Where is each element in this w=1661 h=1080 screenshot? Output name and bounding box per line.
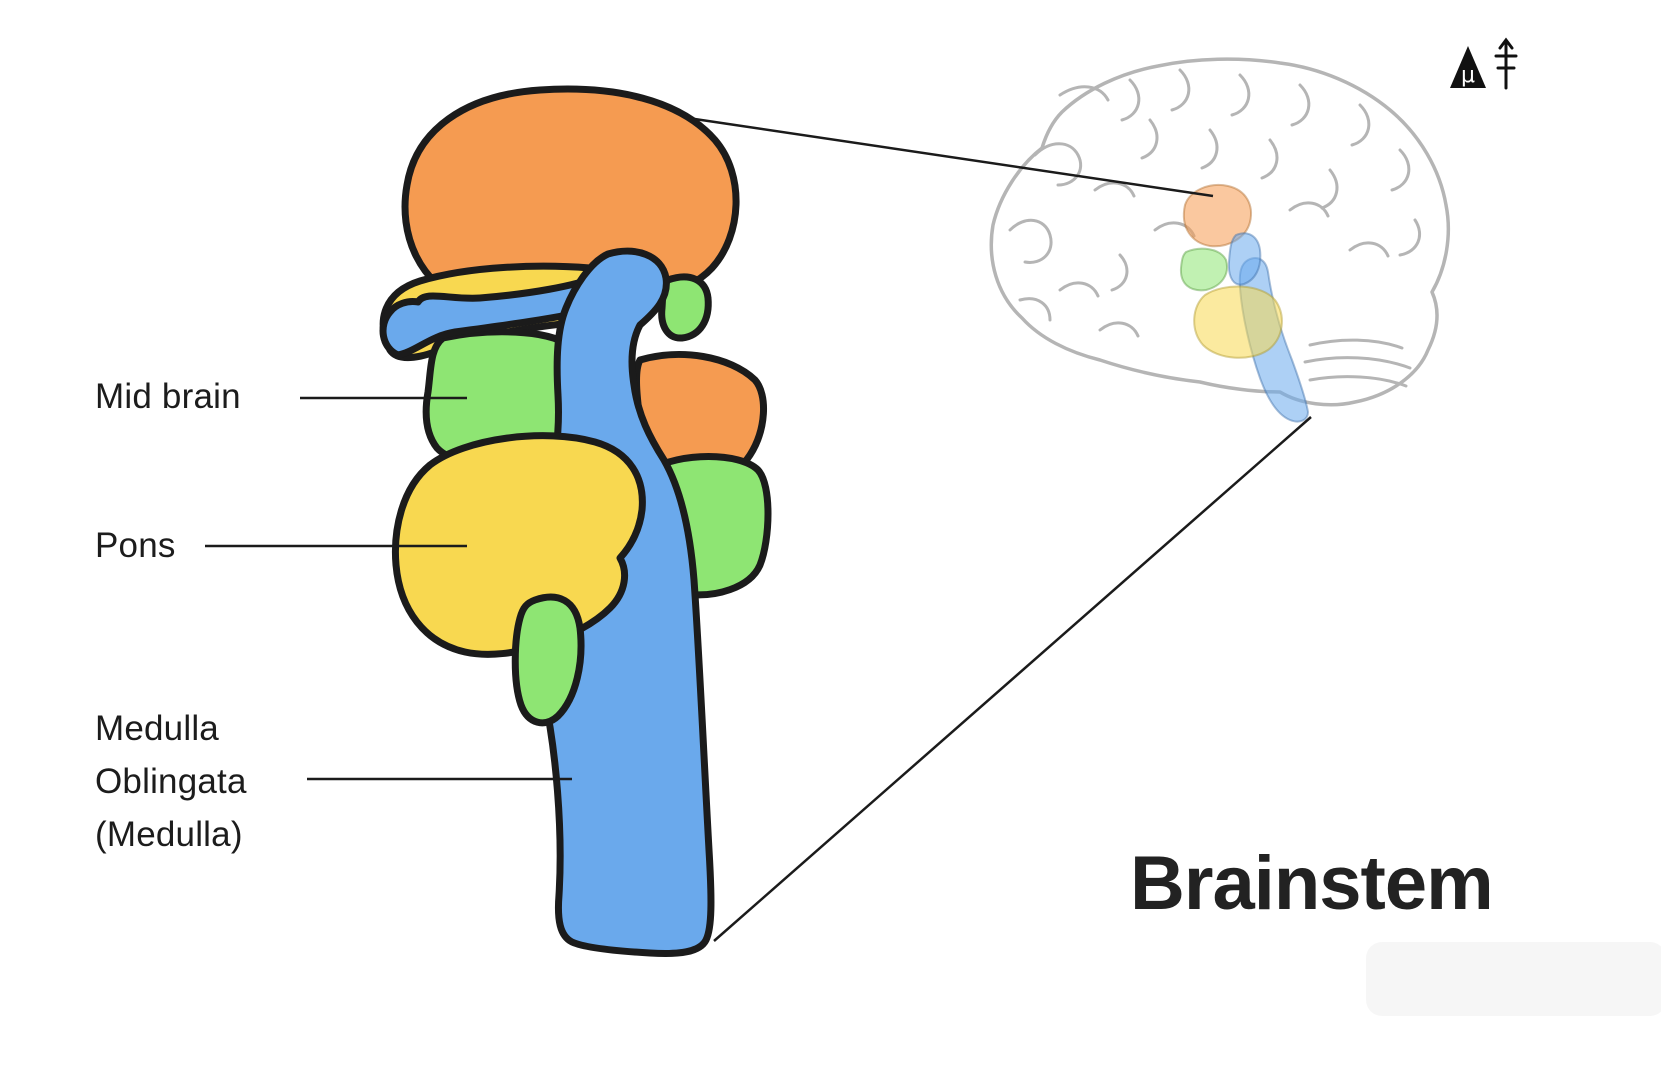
mini-pons <box>1193 285 1283 359</box>
cerebellum-lines <box>1303 338 1412 388</box>
mini-midbrain <box>1179 247 1228 292</box>
mini-orange-lobe <box>1182 184 1252 248</box>
label-medulla: Medulla Oblingata (Medulla) <box>95 702 247 861</box>
large-brainstem <box>379 85 772 958</box>
logo-triangle <box>1450 46 1486 88</box>
logo-mu-glyph: μ <box>1461 63 1475 88</box>
zoom-line-bottom <box>713 416 1312 942</box>
reference-brain <box>989 57 1451 423</box>
label-pons: Pons <box>95 526 176 565</box>
brain-gyri <box>1008 68 1421 338</box>
watermark-plate <box>1366 942 1661 1016</box>
logo-icon: μ <box>1450 37 1518 90</box>
mini-brainstem <box>1179 184 1310 423</box>
label-midbrain: Mid brain <box>95 377 241 416</box>
region-pons <box>391 432 646 658</box>
zoom-line-top <box>687 116 1214 198</box>
logo-staff <box>1494 37 1518 90</box>
mini-blue-band <box>1227 232 1262 286</box>
label-medulla-line-1: Medulla <box>95 709 219 748</box>
label-medulla-line-2: Oblingata <box>95 762 247 801</box>
label-medulla-line-3: (Medulla) <box>95 815 243 854</box>
region-green-tail <box>511 593 585 727</box>
page-title: Brainstem <box>1130 841 1494 926</box>
